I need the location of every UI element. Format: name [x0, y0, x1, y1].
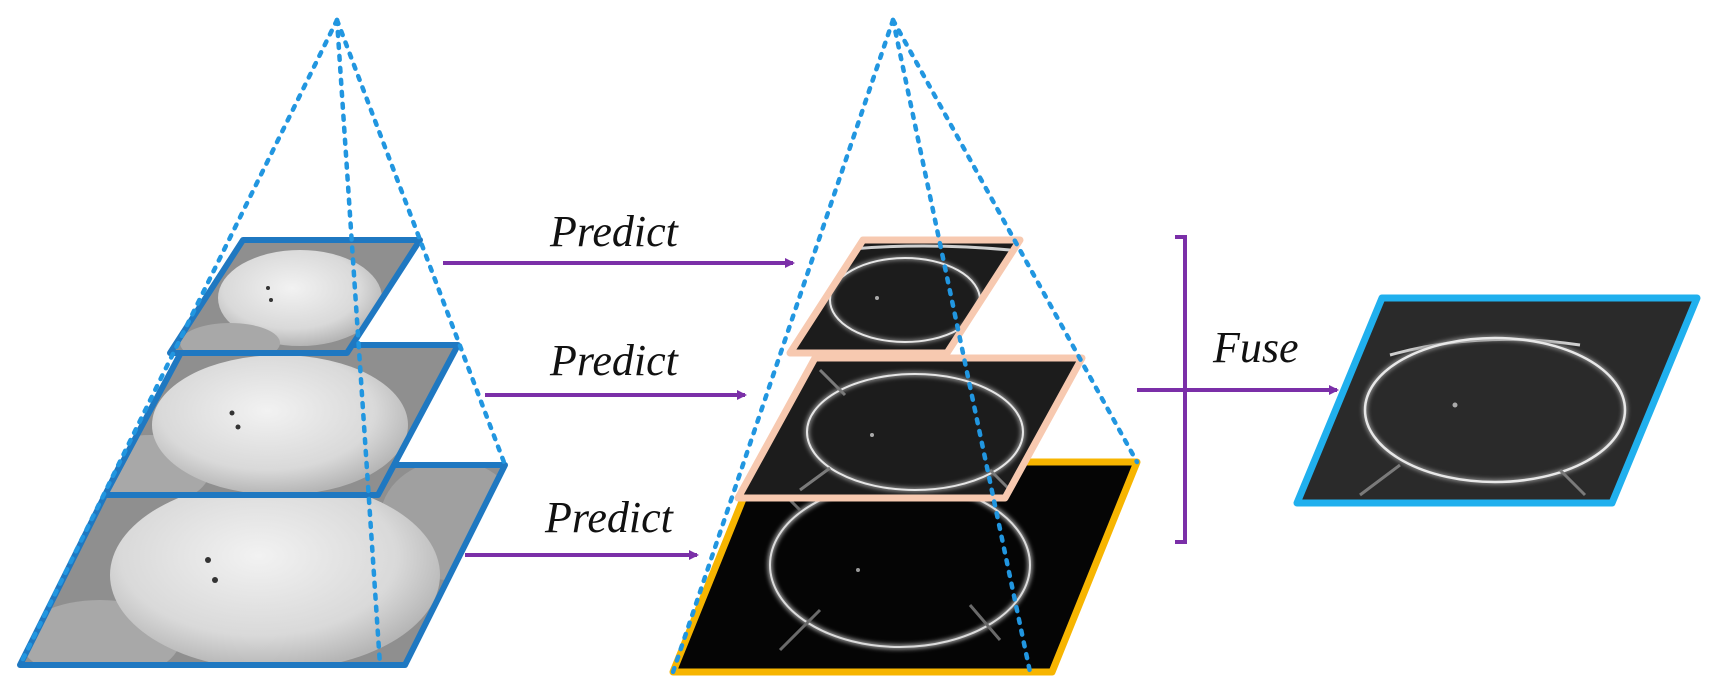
predict-label-bottom: Predict [544, 493, 675, 542]
predict-label-top: Predict [549, 207, 680, 256]
prediction-pyramid-guides [670, 17, 1140, 675]
fuse-label: Fuse [1212, 323, 1299, 372]
fused-output-map [1293, 294, 1701, 507]
prediction-pyramid [669, 17, 1141, 676]
input-pyramid [17, 17, 508, 668]
predict-label-middle: Predict [549, 336, 680, 385]
input-pyramid-guides [17, 17, 508, 668]
prediction-map-small [786, 236, 1024, 357]
input-image-large [17, 462, 508, 668]
